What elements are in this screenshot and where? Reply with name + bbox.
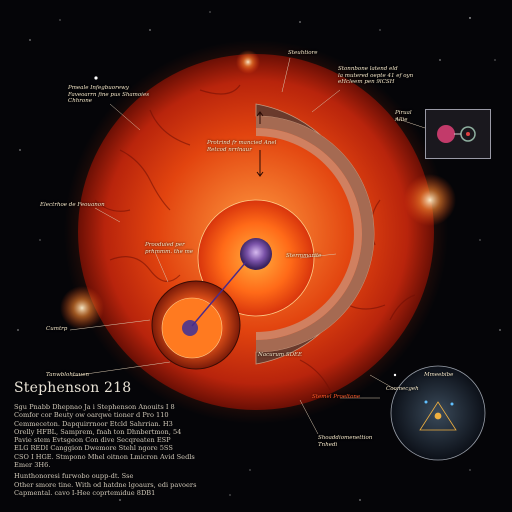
label-bottom-left: Tanwblohtuuen xyxy=(46,372,89,378)
label-core-bottom: Nacurum SDEE xyxy=(258,352,303,358)
flare-right xyxy=(404,174,456,226)
cutaway-shell-mid xyxy=(256,116,374,352)
label-top-right: Stonnbone latend eld la mutered oepte 41… xyxy=(338,66,414,85)
label-top-left: Pmeale Infegbuorewy Faveoarrn fine pus S… xyxy=(68,85,150,104)
label-inner-left: Prooduied per prhmmm. the me xyxy=(145,242,194,255)
label-left-lower: Cumtrp xyxy=(46,326,68,332)
inset-panel xyxy=(425,109,491,159)
stellar-core xyxy=(240,238,272,270)
surface-granulation xyxy=(94,84,416,391)
flare-left xyxy=(60,286,104,330)
description-line: CSO I HGE. Stmpono Mhel oitnon Lmicron A… xyxy=(14,452,195,461)
description-line: Orelly HFBL, Samprem, fnah ton Dhnbertmo… xyxy=(14,427,182,436)
description-line: Capmental. cavo I-Hee coprtemidue 8DB1 xyxy=(14,488,156,497)
inset-panel-graphic xyxy=(437,125,476,143)
description-line: ELG REDI Canggion Dwemore Stehl ngore 5S… xyxy=(14,444,173,453)
description-line: Other smore tine. With od hatdne lgoaurs… xyxy=(14,480,197,489)
leader-lines xyxy=(69,57,426,435)
flare-top xyxy=(236,50,260,74)
description-line: Comfor cor Beuty ow oarqwe tioner d Pro … xyxy=(14,411,169,420)
pointer-line xyxy=(191,261,247,327)
label-bottom-center: Shoaddiomenettion Tnhedi xyxy=(318,435,373,448)
label-left-mid: Electrhoe de Feouanon xyxy=(40,202,105,208)
energy-arrows xyxy=(256,111,264,177)
description-line: Sgu Pnabb Dhepnao Ja i Stephenson Anouit… xyxy=(14,403,175,411)
label-top-center: Steuhtiore xyxy=(288,50,318,56)
description-line: Pavie stem Evtsgeon Con dive Secqreaten … xyxy=(14,436,171,445)
description-line: Emer 3H6. xyxy=(14,461,51,470)
description-block: Sgu Pnabb Dhepnao Ja i Stephenson Anouit… xyxy=(14,403,197,497)
description-line: Cemmeceton. Dapquirrnoor Etcld Sahrrian.… xyxy=(14,419,173,428)
label-bottom-mid-red: Stemel Proeltone xyxy=(312,394,361,400)
inset-diagram xyxy=(419,400,457,431)
label-right-inner: Stermmarite xyxy=(286,253,322,259)
diagram-title: Stephenson 218 xyxy=(14,380,132,396)
description-line: Hunthonoresi furwobo oupp-dt. Sse xyxy=(14,472,134,481)
label-bottom-mid-right: Coomecgeh xyxy=(386,386,419,392)
label-inset-right: Pirual Allie xyxy=(395,110,412,123)
label-inner-top: Protrind fr mancied Anel Retcod nrrlnaur xyxy=(207,140,277,153)
starfield xyxy=(17,11,501,501)
label-bottom-right-inset: Mmeebibe xyxy=(424,372,454,378)
